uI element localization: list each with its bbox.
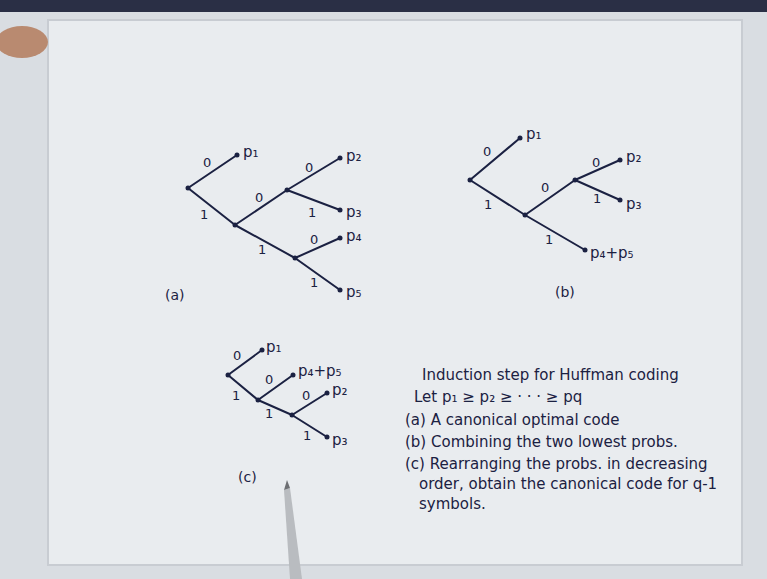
branch-bit: 1	[258, 242, 266, 258]
note-text: (a) A canonical optimal code	[405, 411, 620, 429]
branch-bit: 1	[310, 275, 318, 291]
branch-bit: 1	[593, 191, 601, 207]
leaf-probability: p₁	[266, 338, 282, 356]
branch-bit: 0	[203, 155, 211, 171]
note-text: Induction step for Huffman coding	[422, 366, 679, 384]
branch-bit: 0	[265, 372, 273, 388]
branch-bit: 1	[303, 428, 311, 444]
branch-bit: 0	[255, 190, 263, 206]
leaf-probability: p₃	[332, 431, 348, 449]
branch-bit: 0	[310, 232, 318, 248]
note-text: (b) Combining the two lowest probs.	[405, 433, 678, 451]
leaf-probability: p₅	[346, 283, 362, 301]
branch-bit: 1	[484, 197, 492, 213]
branch-bit: 1	[265, 406, 273, 422]
note-text: Let p₁ ≥ p₂ ≥ · · · ≥ pq	[414, 388, 582, 406]
branch-bit: 0	[302, 388, 310, 404]
branch-bit: 1	[232, 388, 240, 404]
leaf-probability: p₁	[526, 125, 542, 143]
branch-bit: 0	[592, 155, 600, 171]
branch-bit: 1	[545, 232, 553, 248]
leaf-probability: p₄+p₅	[298, 362, 342, 380]
leaf-probability: p₂	[332, 381, 348, 399]
leaf-probability: p₄	[346, 227, 362, 245]
leaf-probability: p₃	[626, 195, 642, 213]
branch-bit: 0	[541, 180, 549, 196]
figure-caption: (c)	[238, 469, 257, 486]
branch-bit: 0	[233, 348, 241, 364]
figure-caption: (b)	[555, 284, 575, 301]
leaf-probability: p₂	[626, 148, 642, 166]
leaf-probability: p₂	[346, 147, 362, 165]
leaf-probability: p₃	[346, 203, 362, 221]
branch-bit: 1	[200, 207, 208, 223]
note-text: (c) Rearranging the probs. in decreasing…	[405, 454, 725, 514]
branch-bit: 0	[483, 144, 491, 160]
branch-bit: 0	[305, 160, 313, 176]
figure-caption: (a)	[165, 287, 185, 304]
branch-bit: 1	[308, 205, 316, 221]
leaf-probability: p₁	[243, 143, 259, 161]
leaf-probability: p₄+p₅	[590, 244, 634, 262]
